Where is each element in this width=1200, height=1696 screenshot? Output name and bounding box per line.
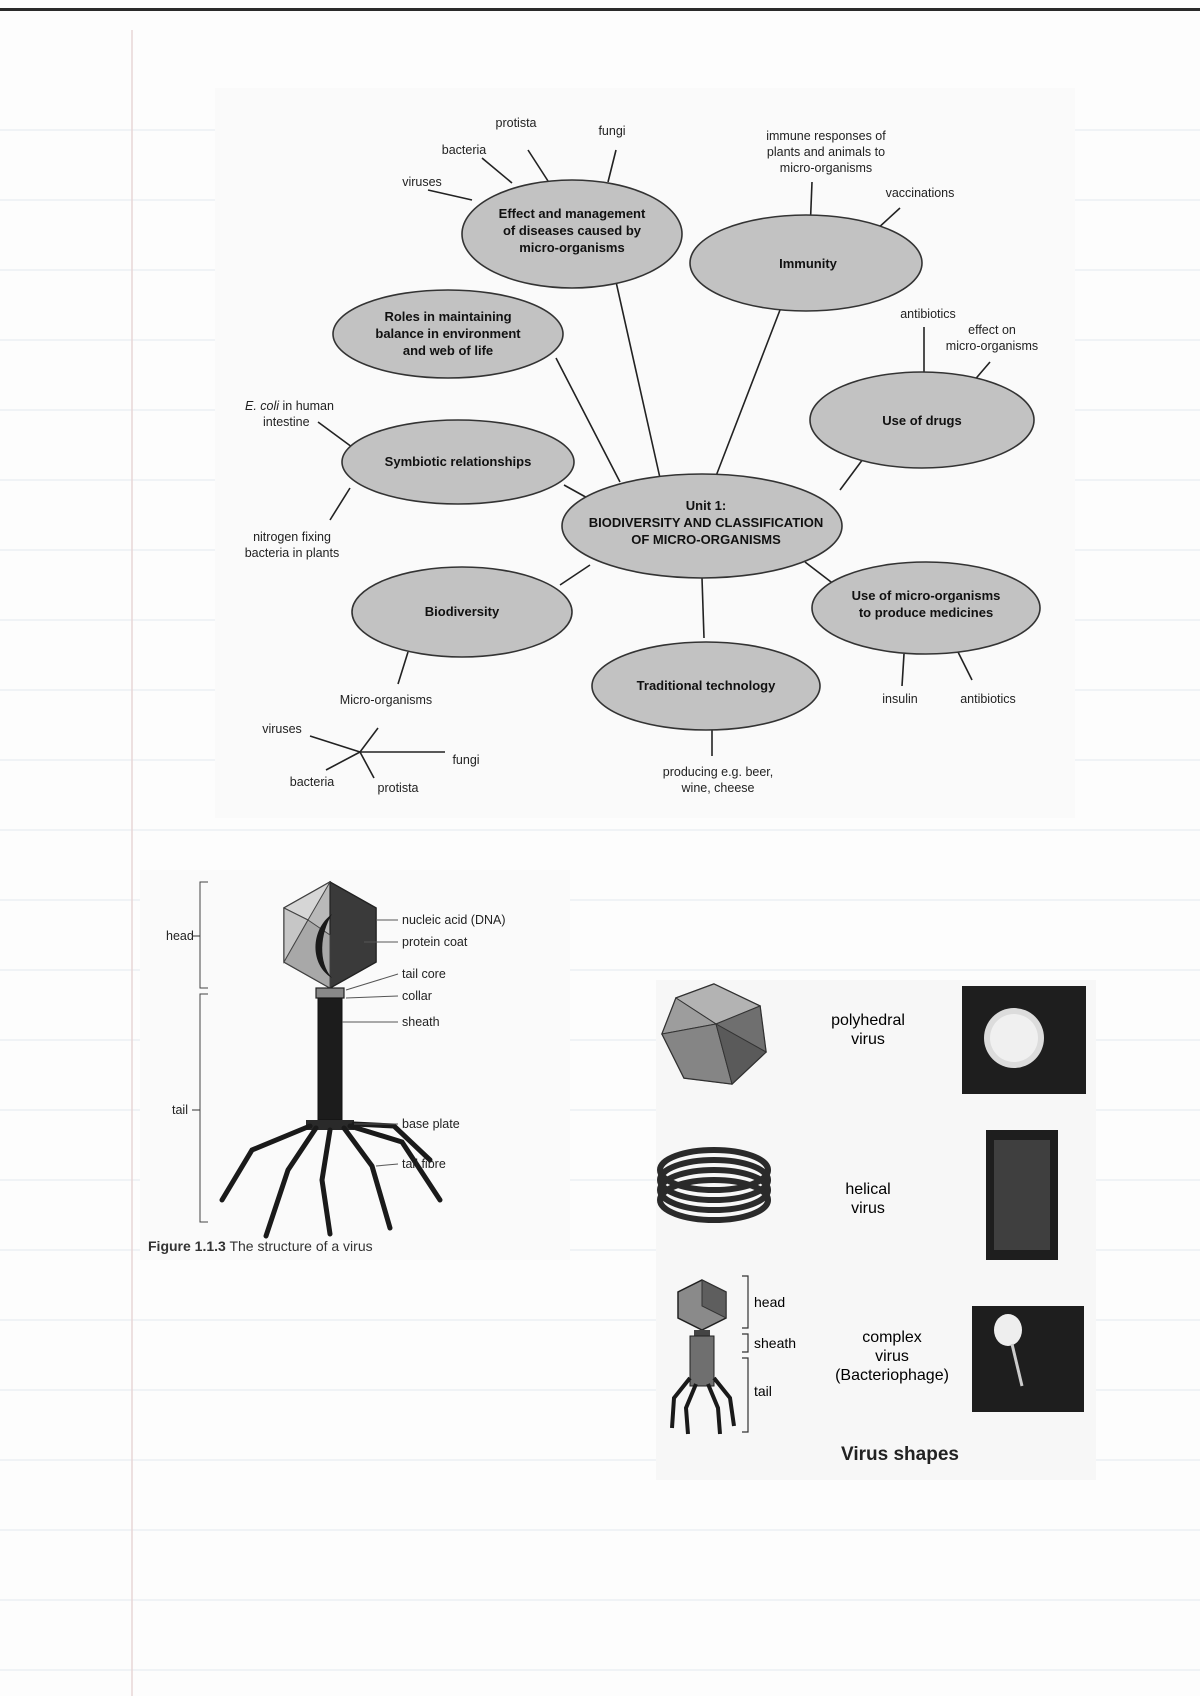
label-producing-2: wine, cheese — [681, 781, 755, 795]
center-title-3: OF MICRO-ORGANISMS — [631, 532, 781, 547]
label-viruses-leaf: viruses — [262, 722, 302, 736]
label-immune-3: micro-organisms — [780, 161, 872, 175]
label-bacteria-top: bacteria — [442, 143, 487, 157]
complex-part-tail: tail — [754, 1383, 772, 1399]
label-bacteria-leaf: bacteria — [290, 775, 335, 789]
virus-tail-fibres — [219, 1121, 443, 1239]
roles-title-2: balance in environment — [375, 326, 521, 341]
virus-structure-figure: head tail nucleic acid (DNA) protein coa… — [140, 870, 570, 1260]
complex-virus-icon — [670, 1279, 736, 1435]
virus-head-label: head — [166, 929, 194, 943]
drugs-title: Use of drugs — [882, 413, 961, 428]
virus-base-plate — [306, 1120, 354, 1130]
label-viruses-top: viruses — [402, 175, 442, 189]
label-intestine: intestine — [263, 415, 310, 429]
part-tail-core: tail core — [402, 967, 446, 981]
complex-part-head: head — [754, 1294, 785, 1310]
diseases-title-3: micro-organisms — [519, 240, 624, 255]
immunity-title: Immunity — [779, 256, 838, 271]
complex-label-1: complex — [862, 1329, 922, 1346]
label-fungi-top: fungi — [598, 124, 625, 138]
node-symbiotic — [341, 419, 575, 505]
part-protein-coat: protein coat — [402, 935, 468, 949]
label-fungi-leaf: fungi — [452, 753, 479, 767]
label-effect-on: effect on — [968, 323, 1016, 337]
label-nitrogen-1: nitrogen fixing — [253, 530, 331, 544]
node-immunity — [689, 214, 923, 312]
helical-label-1: helical — [845, 1181, 890, 1198]
node-drugs — [809, 371, 1035, 469]
figure-caption: Figure 1.1.3 The structure of a virus — [148, 1238, 373, 1254]
label-insulin: insulin — [882, 692, 917, 706]
virus-tail-label: tail — [172, 1103, 188, 1117]
complex-label-2: virus — [875, 1348, 909, 1365]
virus-sheath — [317, 997, 343, 1121]
virus-shapes-title: Virus shapes — [841, 1444, 959, 1465]
center-title-1: Unit 1: — [686, 498, 726, 513]
node-biodiversity — [351, 566, 573, 658]
virus-head-shape — [282, 880, 377, 990]
label-producing-1: producing e.g. beer, — [663, 765, 774, 779]
traditional-title: Traditional technology — [637, 678, 776, 693]
label-immune-2: plants and animals to — [767, 145, 885, 159]
virus-shapes-figure: polyhedral virus helical virus head shea… — [656, 980, 1096, 1480]
label-antibiotics-med: antibiotics — [960, 692, 1016, 706]
node-medicines — [811, 561, 1041, 655]
part-collar: collar — [402, 989, 432, 1003]
diseases-title-2: of diseases caused by — [503, 223, 642, 238]
part-base-plate: base plate — [402, 1117, 460, 1131]
polyhedral-label-1: polyhedral — [831, 1012, 905, 1029]
page-top-border — [0, 8, 1200, 11]
node-center — [561, 473, 843, 579]
node-diseases — [461, 179, 683, 289]
part-tail-fibre: tail fibre — [402, 1157, 446, 1171]
roles-title-3: and web of life — [403, 343, 493, 358]
label-effect-micro: micro-organisms — [946, 339, 1038, 353]
label-protista-top: protista — [496, 116, 537, 130]
label-protista-leaf: protista — [378, 781, 419, 795]
label-antibiotics-drugs: antibiotics — [900, 307, 956, 321]
label-ecoli: E. coli in human — [245, 399, 334, 413]
node-traditional — [591, 641, 821, 731]
diseases-title-1: Effect and management — [499, 206, 646, 221]
label-vaccinations: vaccinations — [886, 186, 955, 200]
unit1-mind-map: Effect and management of diseases caused… — [215, 88, 1075, 818]
center-title-2: BIODIVERSITY AND CLASSIFICATION — [589, 515, 824, 530]
medicines-title-2: to produce medicines — [859, 605, 993, 620]
label-micro-organisms: Micro-organisms — [340, 693, 432, 707]
complex-part-sheath: sheath — [754, 1335, 796, 1351]
biodiversity-title: Biodiversity — [425, 604, 500, 619]
polyhedral-label-2: virus — [851, 1031, 885, 1048]
polyhedral-virus-icon — [661, 983, 767, 1085]
medicines-title-1: Use of micro-organisms — [852, 588, 1001, 603]
label-nitrogen-2: bacteria in plants — [245, 546, 340, 560]
label-immune-1: immune responses of — [766, 129, 886, 143]
part-sheath: sheath — [402, 1015, 440, 1029]
helical-virus-icon — [657, 1147, 771, 1223]
symbiotic-title: Symbiotic relationships — [385, 454, 532, 469]
part-nucleic-acid: nucleic acid (DNA) — [402, 913, 506, 927]
helical-label-2: virus — [851, 1200, 885, 1217]
complex-virus-photo — [972, 1306, 1084, 1412]
virus-collar — [315, 987, 345, 999]
complex-label-3: (Bacteriophage) — [835, 1367, 949, 1384]
node-roles — [332, 289, 564, 379]
roles-title-1: Roles in maintaining — [384, 309, 511, 324]
